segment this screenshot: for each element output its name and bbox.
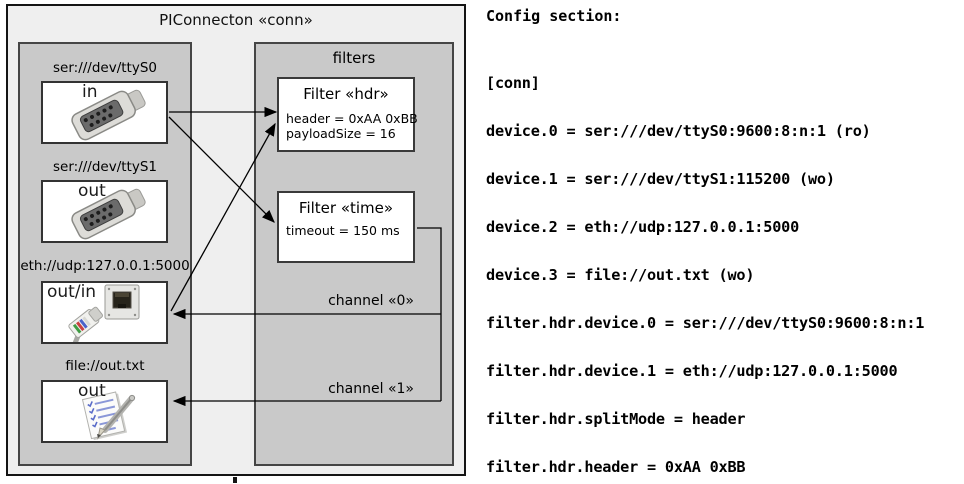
- diagram-title: PIConnecton «conn»: [159, 11, 313, 29]
- filter-property: payloadSize = 16: [286, 126, 396, 141]
- config-lines: [conn] device.0 = ser:///dev/ttyS0:9600:…: [486, 43, 933, 484]
- device-box: out: [41, 380, 168, 443]
- config-line: device.3 = file://out.txt (wo): [486, 266, 755, 284]
- channel-1-label: channel «1»: [328, 381, 414, 397]
- device-uri-label: ser:///dev/ttyS1: [53, 159, 157, 175]
- connector-diagram: PIConnecton «conn» ser:///dev/ttyS0: [6, 4, 466, 476]
- filter-property: header = 0xAA 0xBB: [286, 111, 418, 126]
- config-line: filter.hdr.device.0 = ser:///dev/ttyS0:9…: [486, 314, 925, 332]
- filter-hdr-box: Filter «hdr» header = 0xAA 0xBB payloadS…: [277, 77, 418, 152]
- filter-properties: timeout = 150 ms: [286, 223, 400, 238]
- devices-panel: ser:///dev/ttyS0: [18, 42, 192, 466]
- device-box: in: [41, 81, 168, 144]
- device-box: out: [41, 180, 168, 243]
- config-section: Config section: [conn] device.0 = ser://…: [486, 7, 924, 475]
- filter-title: Filter «hdr»: [303, 85, 389, 103]
- device-uri-label: eth://udp:127.0.0.1:5000: [20, 258, 190, 274]
- bottom-border-tick: [233, 477, 237, 483]
- config-line: filter.hdr.splitMode = header: [486, 410, 746, 428]
- ethernet-socket-and-plug-photo: [66, 284, 140, 342]
- config-line: [conn]: [486, 74, 540, 92]
- device-direction-label: out: [78, 381, 106, 401]
- filter-property: timeout = 150 ms: [286, 223, 400, 238]
- device-direction-label: in: [82, 82, 98, 102]
- device-uri-label: file://out.txt: [65, 358, 145, 374]
- device-uri-label: ser:///dev/ttyS0: [53, 60, 157, 76]
- config-line: filter.hdr.device.1 = eth://udp:127.0.0.…: [486, 362, 898, 380]
- config-heading: Config section:: [486, 7, 622, 25]
- config-line: device.1 = ser:///dev/ttyS1:115200 (wo): [486, 170, 835, 188]
- filter-title: Filter «time»: [298, 199, 394, 217]
- channel-0-label: channel «0»: [328, 293, 414, 309]
- db9-serial-connector-photo: [71, 89, 146, 141]
- filter-properties: header = 0xAA 0xBB payloadSize = 16: [286, 111, 418, 141]
- config-line: filter.hdr.header = 0xAA 0xBB: [486, 458, 746, 476]
- filters-panel-label: filters: [332, 49, 376, 67]
- device-box: out/in: [41, 281, 168, 344]
- notepad-with-pencil-photo: [81, 391, 136, 441]
- device-direction-label: out: [78, 181, 106, 201]
- db9-serial-connector-photo: [71, 188, 146, 240]
- config-line: device.2 = eth://udp:127.0.0.1:5000: [486, 218, 800, 236]
- config-line: device.0 = ser:///dev/ttyS0:9600:8:n:1 (…: [486, 122, 871, 140]
- device-direction-label: out/in: [47, 282, 97, 302]
- filters-panel: filters Filter «hdr» header = 0xAA 0xBB …: [254, 42, 454, 466]
- filter-time-box: Filter «time» timeout = 150 ms: [277, 191, 415, 263]
